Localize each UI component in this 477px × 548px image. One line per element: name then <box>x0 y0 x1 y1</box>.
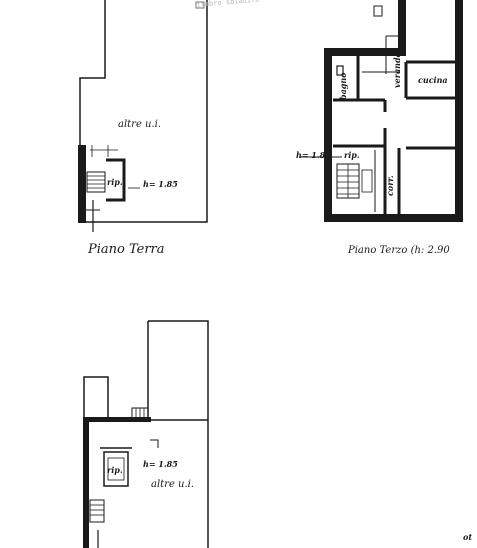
third-floor-landing-height: h= 1.85 <box>296 150 331 160</box>
corner-mark: ot <box>463 532 473 542</box>
third-floor-bathroom-label: bagno <box>338 72 348 100</box>
other-floor-landing-height: h= 1.85 <box>143 459 178 469</box>
plan-third-floor <box>300 0 463 222</box>
other-floor-landing-label: rip. <box>107 465 123 475</box>
third-floor-thin-lines <box>300 35 406 212</box>
third-floor-wc <box>336 65 344 76</box>
ground-floor-stair <box>86 171 106 193</box>
third-floor-stair-treads <box>337 164 359 198</box>
other-floor-outline <box>148 320 209 548</box>
third-floor-corridor-label: corr. <box>385 175 395 196</box>
third-floor-kitchen-label: cucina <box>418 75 448 85</box>
ground-floor-landing <box>106 158 126 202</box>
ground-floor-landing-height: h= 1.85 <box>143 179 178 189</box>
third-floor-title: Piano Terzo (h: 2.90 <box>348 245 450 256</box>
other-floor-bottom-stair <box>89 499 105 523</box>
other-floor-thick-wall <box>83 417 89 548</box>
ground-floor-title: Piano Terra <box>88 242 165 257</box>
third-floor-outer-walls <box>324 0 463 222</box>
ground-floor-thick-wall <box>78 145 86 223</box>
ground-floor-landing-label: rip. <box>107 177 123 187</box>
stamp-number-mark <box>373 5 383 17</box>
stamp-box-mark <box>195 1 205 9</box>
plan-other-floor <box>83 320 209 548</box>
other-floor-landing <box>103 451 129 487</box>
third-floor-landing-label: rip. <box>344 150 360 160</box>
ground-floor-unit-label: altre u.i. <box>118 119 162 130</box>
ground-floor-stair-treads <box>87 175 105 189</box>
plan-ground-floor <box>78 0 208 232</box>
other-floor-unit-label: altre u.i. <box>151 479 195 490</box>
third-floor-partitions <box>333 56 455 214</box>
third-floor-terrace-label: veranda <box>392 52 402 88</box>
